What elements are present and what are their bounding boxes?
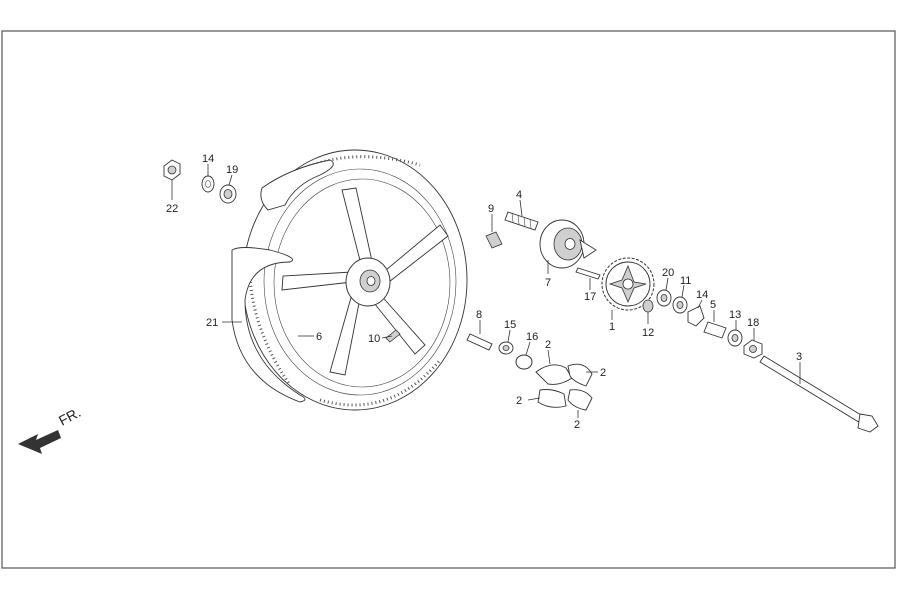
front-direction-arrow: FR. (18, 404, 83, 454)
tire-cutaway-top (260, 159, 334, 211)
bearing-19 (219, 184, 237, 204)
callout-5: 5 (710, 299, 716, 311)
callout-8: 8 (476, 309, 482, 321)
callout-15: 15 (504, 319, 516, 331)
callout-10: 10 (368, 333, 380, 345)
clip-9 (485, 231, 503, 249)
o-ring-16 (515, 354, 533, 370)
leader-lines (171, 164, 801, 418)
callout-labels: 22 14 19 21 6 10 4 9 7 17 1 8 15 16 2 2 … (166, 153, 802, 431)
collar-14-left (201, 175, 215, 193)
bearing-20 (656, 289, 672, 307)
callout-2-bottom: 2 (574, 419, 580, 431)
tire-cutaway (231, 247, 306, 403)
sprocket-1 (601, 257, 655, 311)
callout-20: 20 (662, 267, 674, 279)
callout-14-right: 14 (696, 289, 708, 301)
callout-13: 13 (729, 309, 741, 321)
rear-wheel-assembly (231, 149, 468, 411)
collar-5 (703, 321, 727, 339)
callout-4: 4 (516, 189, 522, 201)
callout-22: 22 (166, 203, 178, 215)
nut-12 (642, 299, 654, 313)
ring-15 (498, 341, 514, 355)
callout-9: 9 (488, 203, 494, 215)
axle-nut-22 (163, 159, 181, 181)
callout-14-left: 14 (202, 153, 214, 165)
callout-18: 18 (747, 317, 759, 329)
callout-17: 17 (584, 291, 596, 303)
stud-bolt-4 (504, 211, 539, 231)
damper-rubbers-2 (535, 363, 593, 411)
axle-3 (759, 355, 879, 433)
callout-2-top: 2 (545, 339, 551, 351)
callout-21: 21 (206, 317, 218, 329)
valve-stem (385, 329, 401, 343)
callout-7: 7 (545, 277, 551, 289)
bearing-11 (672, 296, 688, 314)
diagram-border (1, 30, 896, 569)
axle-nut-18 (743, 339, 763, 359)
callout-12: 12 (642, 327, 654, 339)
callout-3: 3 (796, 351, 802, 363)
pin-8 (466, 333, 493, 351)
tire-inner-rim (263, 168, 457, 396)
rim-edge (273, 178, 451, 388)
callout-16: 16 (526, 331, 538, 343)
callout-11: 11 (680, 275, 691, 287)
hub-flange-7 (539, 219, 597, 269)
callout-2-right: 2 (600, 367, 606, 379)
lock-plate-14 (687, 305, 705, 327)
callout-1: 1 (609, 321, 615, 333)
direction-label: FR. (56, 404, 83, 429)
seal-13 (727, 329, 743, 347)
callout-6: 6 (316, 331, 322, 343)
wheel-hub-bore (366, 276, 376, 286)
callout-2-left: 2 (516, 395, 522, 407)
bolt-17 (575, 267, 601, 280)
callout-19: 19 (226, 164, 238, 176)
